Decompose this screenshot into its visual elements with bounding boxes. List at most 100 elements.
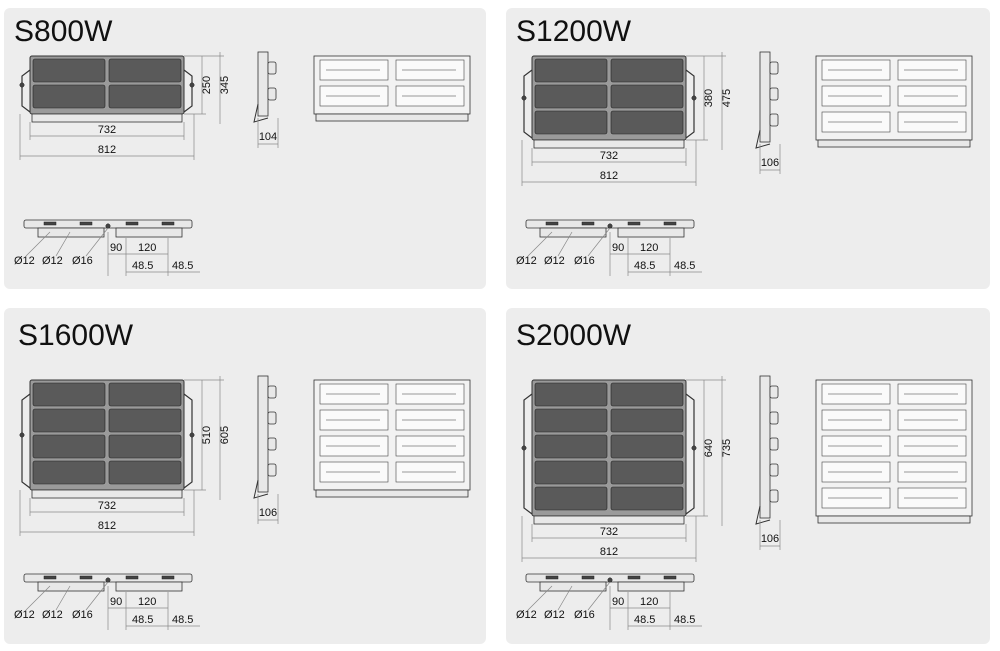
offset-right-label: 48.5 [674, 260, 695, 272]
led-module [534, 382, 608, 407]
side-bracket [755, 129, 771, 149]
side-view: 106 [253, 375, 279, 524]
mount-slot [125, 575, 139, 580]
hole-label: Ø12 [14, 255, 35, 267]
mount-plate-right [617, 581, 685, 592]
spacing-label: 120 [640, 242, 658, 254]
led-module [108, 408, 182, 433]
side-box [769, 463, 779, 477]
outer-width-label: 812 [98, 144, 116, 156]
back-base [315, 489, 469, 498]
mount-slot [161, 575, 175, 580]
mount-plate-left [37, 227, 105, 238]
gap-label: 90 [110, 242, 122, 254]
leader-line [55, 585, 71, 611]
leader-line [587, 581, 611, 611]
led-module [108, 58, 182, 83]
side-view: 104 [253, 51, 279, 148]
side-bracket [253, 103, 269, 123]
hole-label: Ø12 [42, 255, 63, 267]
led-module [534, 486, 608, 511]
center-hole [105, 577, 111, 583]
hole-label: Ø12 [544, 609, 565, 621]
side-box [769, 411, 779, 425]
side-box [769, 385, 779, 399]
mount-plate-left [539, 227, 607, 238]
side-box [769, 437, 779, 451]
led-module [534, 408, 608, 433]
leader-line [25, 231, 51, 257]
center-hole [105, 223, 111, 229]
outer-height-label: 605 [219, 426, 231, 444]
side-box [267, 87, 277, 101]
side-view: 106 [755, 375, 781, 550]
inner-height-label: 640 [703, 439, 715, 457]
bracket-left [21, 393, 31, 489]
leader-line [527, 231, 553, 257]
back-view [313, 55, 471, 122]
outer-width-label: 812 [98, 520, 116, 532]
hole-label: Ø12 [42, 609, 63, 621]
led-module [32, 434, 106, 459]
led-module [32, 408, 106, 433]
mount-slot [663, 221, 677, 226]
pivot-right [691, 95, 697, 101]
outer-height-label: 475 [721, 89, 733, 107]
mount-slot [627, 575, 641, 580]
inner-height-label: 380 [703, 89, 715, 107]
led-module [610, 58, 684, 83]
outer-height-label: 735 [721, 439, 733, 457]
spacing-label: 120 [138, 242, 156, 254]
side-box [769, 113, 779, 127]
panel-title: S2000W [516, 319, 632, 352]
led-module [108, 84, 182, 109]
mount-slot [79, 221, 93, 226]
mount-plate-right [115, 581, 183, 592]
gap-label: 90 [110, 596, 122, 608]
pivot-right [189, 82, 195, 88]
depth-label: 106 [259, 507, 277, 519]
spacing-label: 120 [138, 596, 156, 608]
bracket-left [21, 69, 31, 113]
side-box [267, 411, 277, 425]
base-bar [533, 515, 685, 525]
hole-label: Ø12 [14, 609, 35, 621]
hole-label: Ø12 [544, 255, 565, 267]
panel-title: S800W [14, 15, 113, 48]
mount-plate-right [115, 227, 183, 238]
leader-line [85, 227, 109, 257]
inner-width-label: 732 [98, 124, 116, 136]
led-module [32, 382, 106, 407]
mount-slot [627, 221, 641, 226]
led-module [32, 58, 106, 83]
hole-label: Ø16 [574, 609, 595, 621]
center-hole [607, 577, 613, 583]
led-module [534, 460, 608, 485]
pivot-left [19, 82, 25, 88]
pivot-left [521, 95, 527, 101]
mount-slot [663, 575, 677, 580]
mount-plate-left [37, 581, 105, 592]
bracket-left [523, 69, 533, 139]
hole-label: Ø12 [516, 609, 537, 621]
offset-right-label: 48.5 [172, 614, 193, 626]
led-module [610, 84, 684, 109]
offset-right-label: 48.5 [674, 614, 695, 626]
pivot-right [189, 432, 195, 438]
bracket-right [183, 69, 193, 113]
leader-line [527, 585, 553, 611]
base-bar [533, 139, 685, 149]
offset-left-label: 48.5 [132, 260, 153, 272]
side-box [769, 489, 779, 503]
inner-height-label: 250 [201, 76, 213, 94]
led-module [610, 382, 684, 407]
